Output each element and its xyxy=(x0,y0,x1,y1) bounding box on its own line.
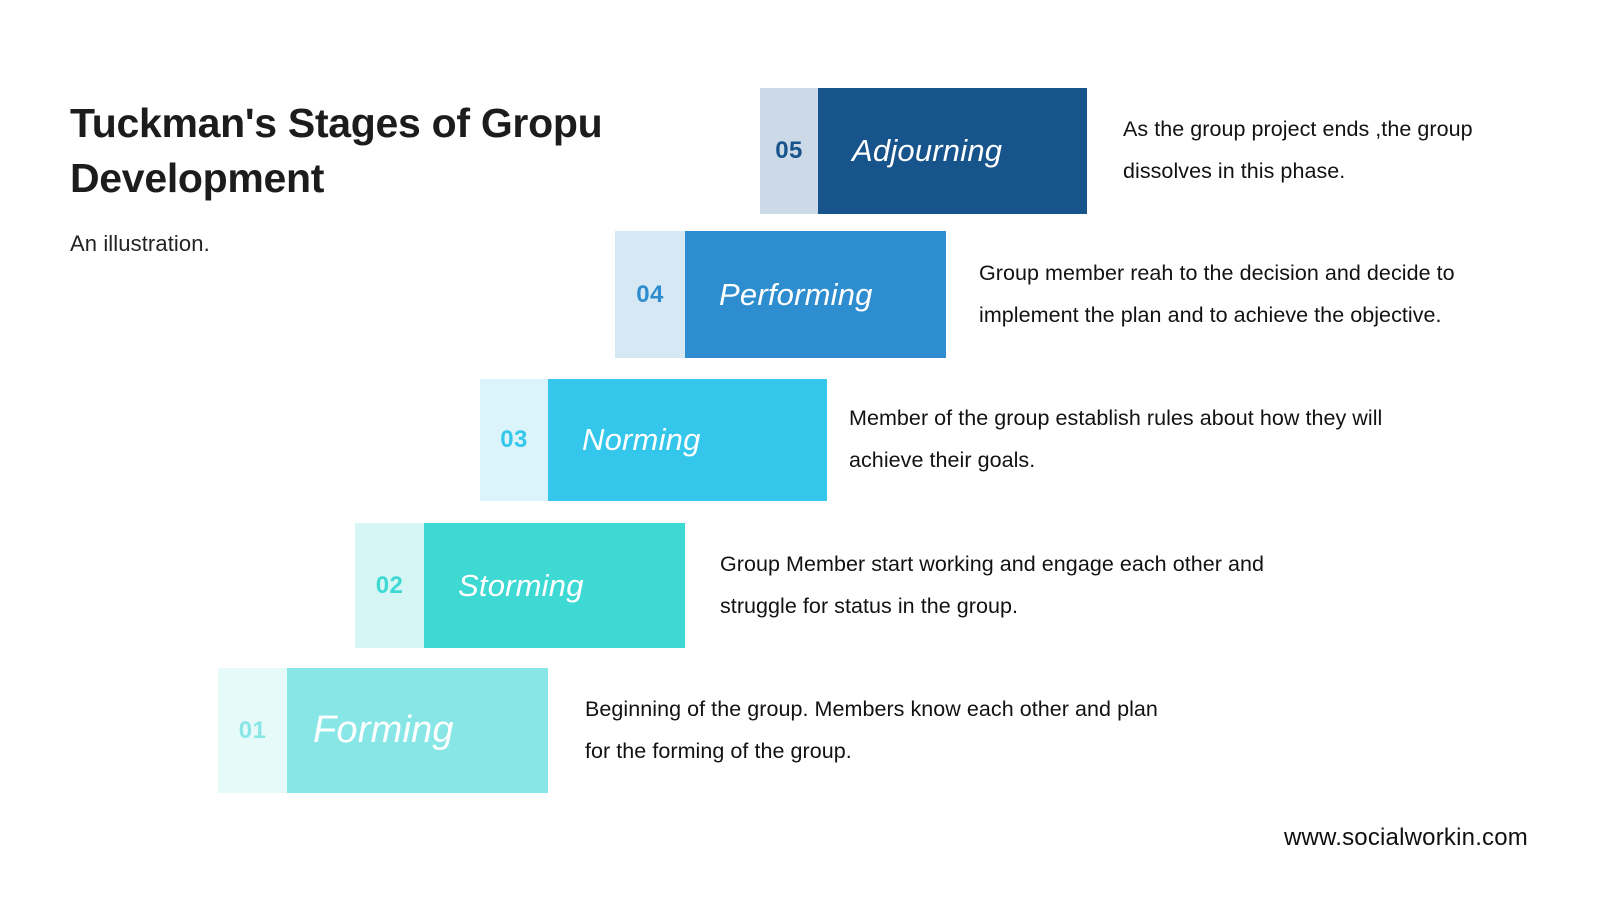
stage-description-adjourning: As the group project ends ,the group dis… xyxy=(1123,117,1473,183)
stage-description-norming: Member of the group establish rules abou… xyxy=(849,406,1383,472)
heading-block: Tuckman's Stages of Gropu Development An… xyxy=(70,96,630,257)
page-title: Tuckman's Stages of Gropu Development xyxy=(70,100,603,201)
stage-bar-norming[interactable]: 03 Norming xyxy=(480,379,827,501)
stage-number-block-05: 05 xyxy=(760,88,818,214)
stage-number-02: 02 xyxy=(375,571,404,599)
stage-name-forming: Forming xyxy=(313,709,454,751)
stage-name-block-04: Performing xyxy=(685,231,946,358)
stage-number-block-03: 03 xyxy=(480,379,548,501)
stage-name-storming: Storming xyxy=(458,567,584,603)
stage-number-04: 04 xyxy=(636,280,664,308)
stage-number-block-01: 01 xyxy=(218,668,287,793)
stage-bar-storming[interactable]: 02 Storming xyxy=(355,523,685,648)
stage-name-block-02: Storming xyxy=(424,523,685,648)
stage-description-performing: Group member reah to the decision and de… xyxy=(979,260,1455,327)
stage-name-block-03: Norming xyxy=(548,379,827,501)
stage-number-block-04: 04 xyxy=(615,231,685,358)
stage-number-03: 03 xyxy=(500,426,528,453)
page-subtitle: An illustration. xyxy=(70,231,210,257)
stage-row-norming: 03 Norming Member of the group establish… xyxy=(480,379,1407,501)
stage-number-05: 05 xyxy=(775,137,803,164)
stage-row-storming: 02 Storming Group Member start working a… xyxy=(355,523,1285,648)
stage-bar-performing[interactable]: 04 Performing xyxy=(615,231,946,358)
stage-bar-adjourning[interactable]: 05 Adjourning xyxy=(760,88,1087,214)
footer-website-url: www.socialworkin.com xyxy=(1283,824,1528,851)
stage-row-adjourning: 05 Adjourning As the group project ends … xyxy=(760,88,1557,214)
stage-description-forming: Beginning of the group. Members know eac… xyxy=(585,696,1158,763)
stage-description-storming: Group Member start working and engage ea… xyxy=(720,551,1265,618)
stage-number-block-02: 02 xyxy=(355,523,424,648)
stage-number-01: 01 xyxy=(238,716,267,744)
stage-name-block-05: Adjourning xyxy=(818,88,1087,214)
stage-row-performing: 04 Performing Group member reah to the d… xyxy=(615,231,1546,358)
stage-name-adjourning: Adjourning xyxy=(852,133,1003,168)
stage-bar-forming[interactable]: 01 Forming xyxy=(218,668,548,793)
stage-name-block-01: Forming xyxy=(287,668,548,793)
stage-name-performing: Performing xyxy=(719,276,873,312)
stage-name-norming: Norming xyxy=(582,422,701,457)
stage-row-forming: 01 Forming Beginning of the group. Membe… xyxy=(218,668,1158,793)
